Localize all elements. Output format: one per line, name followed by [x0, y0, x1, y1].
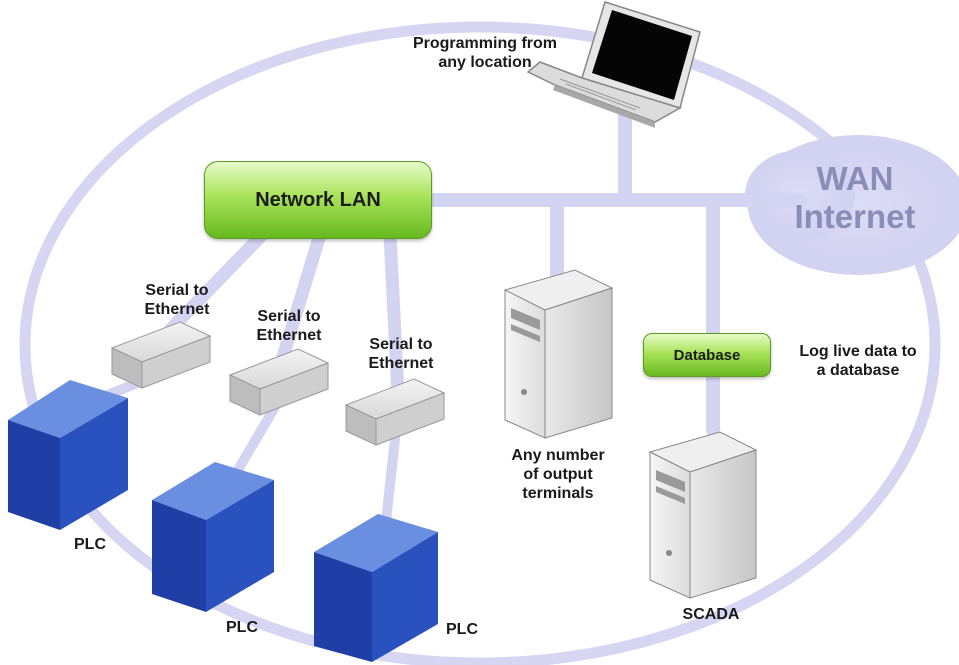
converter-icon: [110, 321, 212, 389]
server-icon: [648, 431, 758, 599]
internet-title: Internet: [794, 198, 916, 235]
laptop-icon: [526, 1, 701, 128]
plc-icon: [314, 514, 438, 662]
serial-label-2: Serial to Ethernet: [256, 308, 322, 344]
plc-icon: [8, 380, 128, 530]
wan-label: WAN Internet: [760, 160, 950, 236]
terminals-label: Any number of output terminals: [511, 447, 605, 502]
converter-icon: [228, 348, 330, 416]
plc-icon: [152, 462, 274, 612]
converter-icon: [344, 378, 446, 446]
scada-label: SCADA: [682, 606, 740, 623]
wan-title: WAN: [816, 160, 894, 197]
plc-label-1: PLC: [74, 536, 106, 553]
serial-label-3: Serial to Ethernet: [368, 336, 434, 372]
network-lan-button[interactable]: Network LAN: [204, 161, 432, 239]
network-ring: [19, 21, 941, 665]
programming-label: Programming from any location: [412, 35, 557, 71]
server-icon: [503, 269, 614, 439]
log-data-label: Log live data to a database: [799, 343, 917, 379]
plc-label-2: PLC: [226, 619, 258, 636]
plc-label-3: PLC: [446, 621, 478, 638]
serial-label-1: Serial to Ethernet: [144, 282, 210, 318]
database-button[interactable]: Database: [643, 333, 771, 377]
